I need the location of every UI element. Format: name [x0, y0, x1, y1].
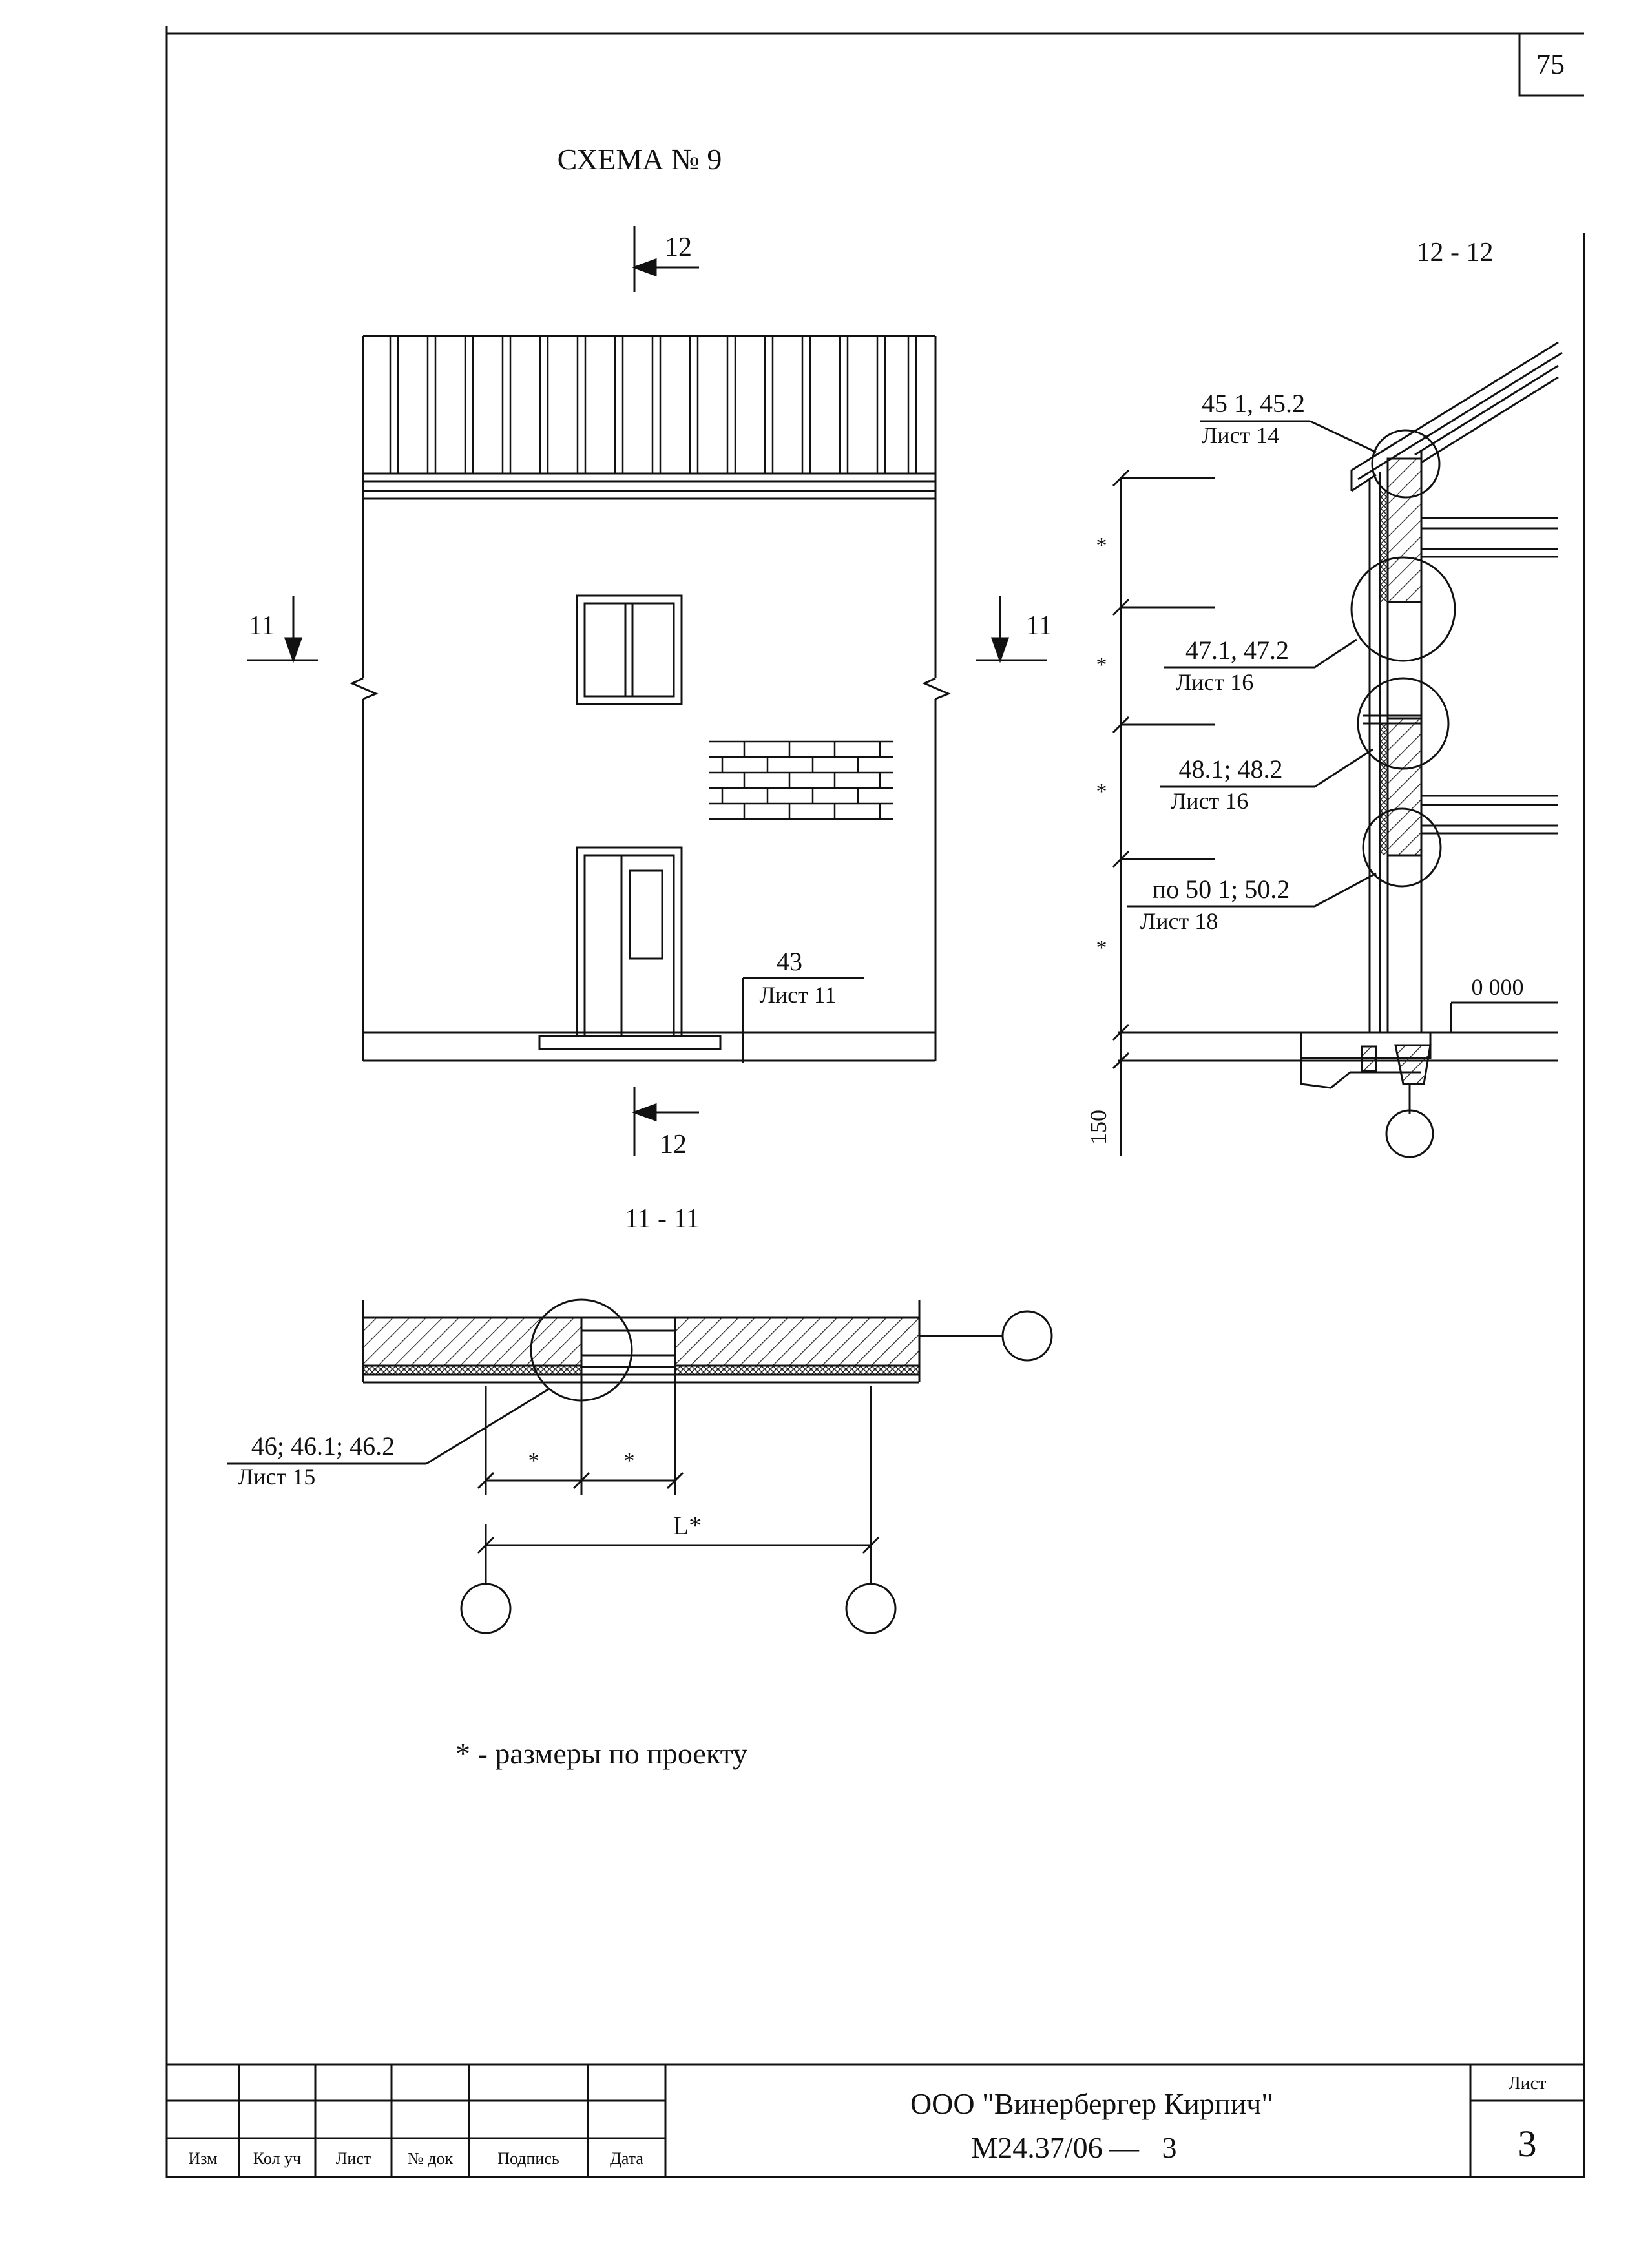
section-12-dim-mark-2: *	[1096, 653, 1107, 677]
sheet-frame	[165, 26, 1585, 2178]
section-12-callout-2-sheet: Лист 16	[1176, 669, 1253, 695]
front-elevation	[350, 335, 951, 1063]
doc-code: М24.37/06	[971, 2131, 1102, 2164]
section-11-callout-sheet: Лист 15	[238, 1464, 315, 1490]
section-mark-11-left	[247, 596, 318, 663]
section-12-callout-3-ref: 48.1; 48.2	[1178, 754, 1282, 784]
section-12-title: 12 - 12	[1417, 238, 1494, 267]
section-label-11-right: 11	[1026, 611, 1052, 641]
dim-150: 150	[1085, 1110, 1111, 1145]
dimension-note: * - размеры по проекту	[455, 1737, 747, 1770]
title-col-doc: № док	[408, 2149, 454, 2168]
section-12-callout-4-sheet: Лист 18	[1140, 908, 1218, 934]
section-11-span-label: L*	[673, 1511, 702, 1540]
page-number-box: 75	[1518, 34, 1584, 97]
section-12-callout-1-sheet: Лист 14	[1202, 422, 1279, 448]
roof-panels	[389, 336, 917, 473]
window	[576, 594, 683, 705]
section-label-12-bottom: 12	[660, 1130, 687, 1160]
callout-43-ref: 43	[777, 947, 802, 976]
section-mark-11-right	[976, 596, 1047, 663]
title-col-list: Лист	[336, 2149, 371, 2168]
section-12-dim-mark-1: *	[1096, 534, 1107, 557]
sheet-number: 3	[1518, 2123, 1537, 2165]
title-col-izm: Изм	[188, 2149, 217, 2168]
section-12-callout-4-ref: по 50 1; 50.2	[1153, 875, 1290, 904]
section-12-dim-mark-4: *	[1096, 936, 1107, 960]
section-11-drawing	[227, 1298, 1053, 1634]
section-12-drawing	[1112, 341, 1563, 1158]
title-col-kol-uch: Кол уч	[253, 2149, 301, 2168]
doc-separator: —	[1109, 2131, 1140, 2164]
scheme-title: СХЕМА № 9	[558, 143, 722, 176]
section-11-dim-mark-2: *	[624, 1449, 635, 1473]
section-11-dim-mark-1: *	[528, 1449, 539, 1473]
title-col-signature: Подпись	[497, 2149, 559, 2168]
sheet-label: Лист	[1509, 2074, 1547, 2094]
section-12-dim-mark-3: *	[1096, 780, 1107, 804]
door	[538, 846, 722, 1050]
brick-pattern	[709, 740, 893, 820]
page-number: 75	[1536, 48, 1565, 80]
doc-number: 3	[1162, 2131, 1177, 2164]
section-12-callout-2-ref: 47.1, 47.2	[1185, 636, 1289, 665]
section-11-callout-ref: 46; 46.1; 46.2	[251, 1431, 395, 1461]
level-mark: 0 000	[1472, 974, 1524, 1000]
company-name: ООО "Винербергер Кирпич"	[910, 2087, 1273, 2120]
callout-43-sheet: Лист 11	[759, 982, 836, 1008]
section-12-callout-3-sheet: Лист 16	[1171, 788, 1248, 814]
section-label-12-top: 12	[665, 233, 692, 262]
section-mark-12-bottom	[631, 1087, 699, 1156]
section-mark-12-top	[631, 226, 699, 292]
section-label-11-left: 11	[249, 611, 275, 641]
title-col-date: Дата	[610, 2149, 643, 2168]
title-block	[165, 2063, 1585, 2178]
section-11-title: 11 - 11	[625, 1204, 700, 1234]
section-12-callout-1-ref: 45 1, 45.2	[1202, 389, 1305, 418]
